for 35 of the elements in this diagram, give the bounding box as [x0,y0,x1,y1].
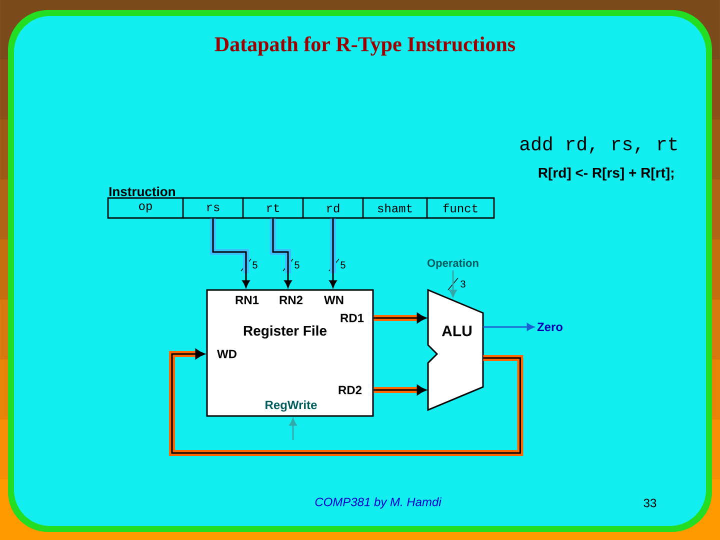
arrow [483,323,534,331]
field-cell: rs [182,197,244,219]
output-label: Zero [537,322,563,332]
footer-text: COMP381 by M. Hamdi [315,497,442,509]
control-signal-label: Operation [427,258,478,270]
arrow [289,418,297,440]
bus-width-label: 5 [294,262,300,268]
arrow [374,384,426,396]
field-cell: op [107,197,184,219]
port-label: RD1 [340,314,364,322]
field-cell: rt [242,197,304,219]
node-label: Instruction [109,186,175,196]
arrow [270,218,292,288]
alu-label: ALU [442,326,472,336]
arrow [449,270,457,298]
port-label: RD2 [338,386,362,394]
register-transfer: R[rd] <- R[rs] + R[rt]; [538,167,674,180]
port-label: WN [324,296,344,304]
port-label: RN2 [280,296,303,304]
title: Datapath for R-Type Instructions [214,36,516,56]
bus-width-label: 5 [252,262,258,268]
port-label: RN1 [236,296,259,304]
port-label: WD [217,350,236,358]
arrow [374,312,426,324]
field-cell: rd [302,197,364,219]
arrow [329,218,337,288]
bus-width-label: 3 [460,280,466,288]
arrow [210,218,250,288]
field-cell: funct [426,197,495,219]
page-number: 33 [644,498,656,508]
control-signal-label: RegWrite [266,400,317,412]
bus-width-label: 5 [340,262,346,268]
field-cell: shamt [362,197,428,219]
arrow [169,348,524,456]
instruction-syntax: add rd, rs, rt [520,136,677,154]
